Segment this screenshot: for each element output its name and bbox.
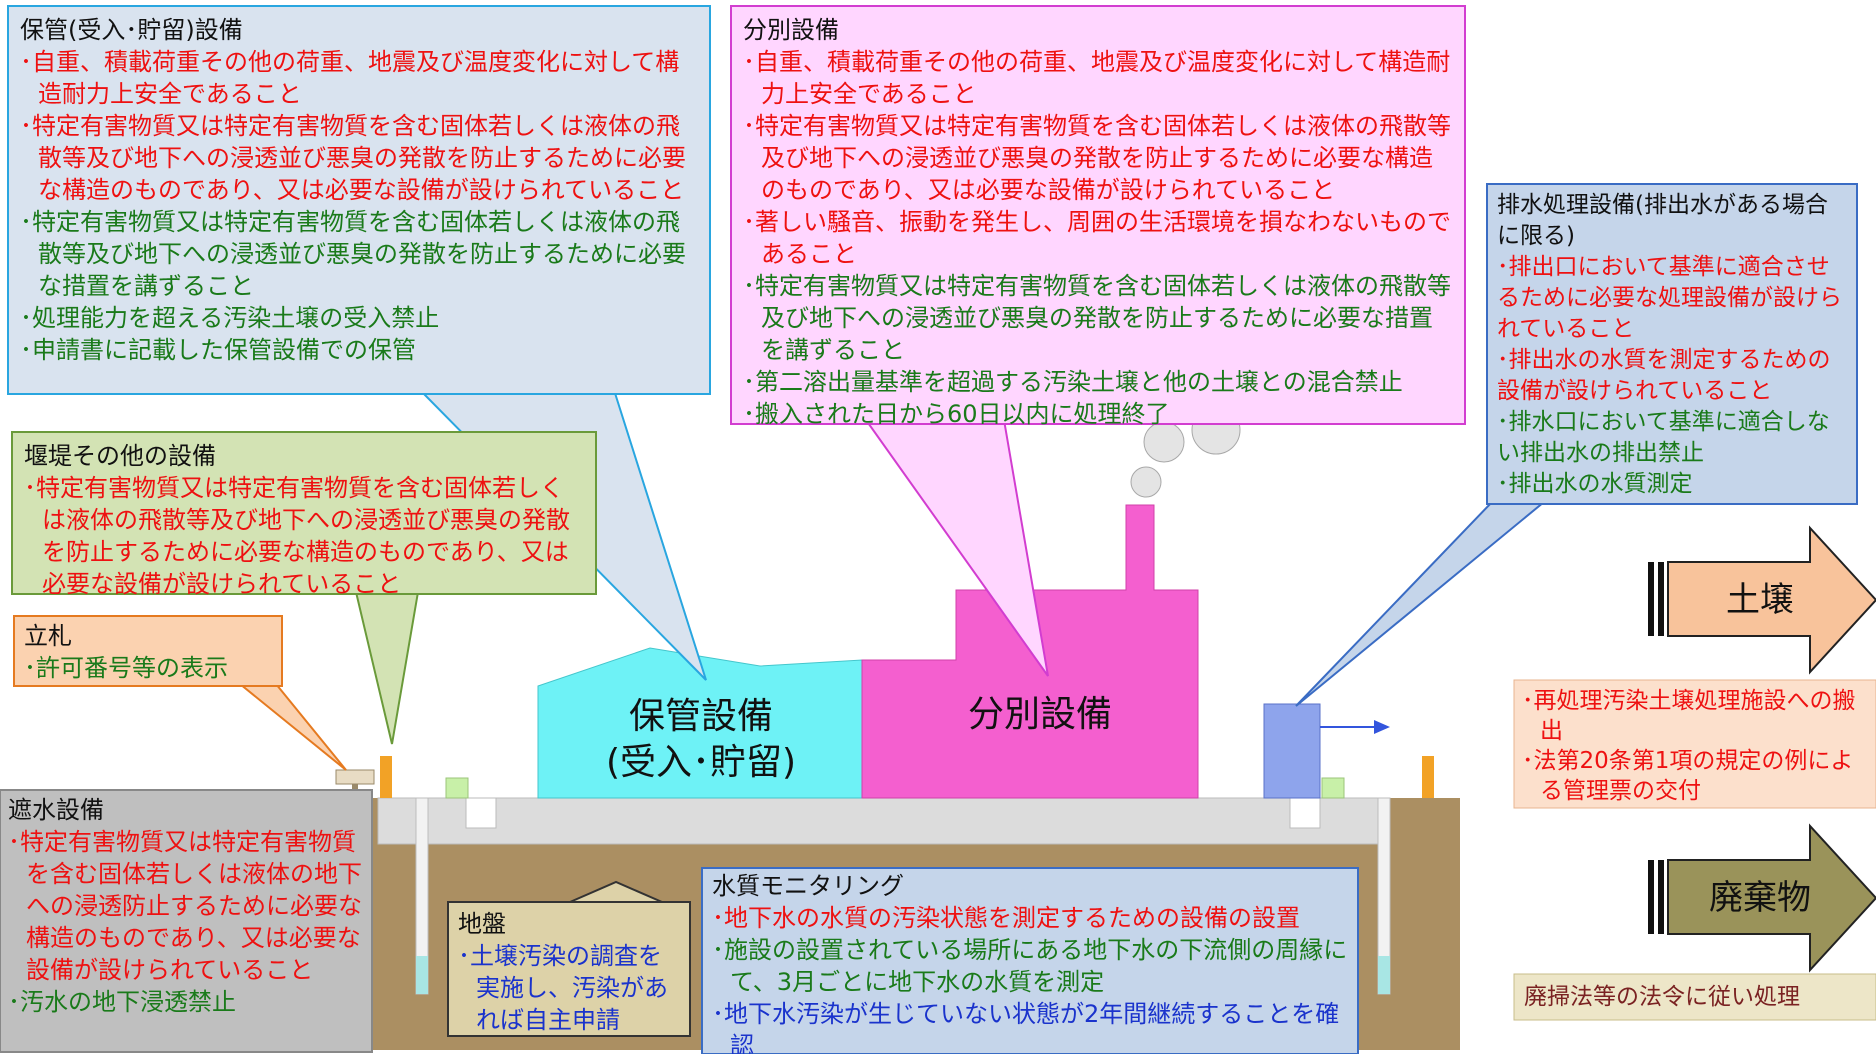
embankment-box-title: 堰堤その他の設備 — [24, 442, 216, 470]
soil-arrow-bar — [1648, 562, 1654, 636]
storage-requirements-box: 保管(受入･貯留)設備 ･自重、積載荷重その他の荷重、地震及び温度変化に対して構… — [10, 8, 710, 370]
waste-arrow-label: 廃棄物 — [1709, 878, 1811, 918]
soil-notes: ･再処理汚染土壌処理施設への搬出 ･法第20条第1項の規定の例による管理票の交付 — [1516, 682, 1876, 810]
soil-arrow-bar2 — [1658, 562, 1664, 636]
monitoring-box-title: 水質モニタリング — [712, 872, 904, 900]
drainage-requirements-box: 排水処理設備(排出水がある場合に限る) ･排出口において基準に適合させるために必… — [1489, 186, 1855, 504]
well-water-right — [1378, 956, 1390, 994]
storage-item-4: ･処理能力を超える汚染土壌の受入禁止 — [20, 304, 440, 332]
monitoring-item-1: ･地下水の水質の汚染状態を測定するための設備の設置 — [712, 904, 1300, 932]
storage-item-2: ･特定有害物質又は特定有害物質を含む固体若しくは液体の飛散等及び地下への浸透並び… — [20, 112, 686, 204]
drainage-box-title: 排水処理設備(排出水がある場合に限る) — [1497, 192, 1828, 249]
soil-notes-bg — [1513, 679, 1876, 809]
sign-board — [335, 769, 375, 785]
soil-arrow-label: 土壌 — [1726, 580, 1794, 620]
storage-building-label-line2: (受入･貯留) — [605, 742, 797, 783]
storage-building-label: 保管設備 (受入･貯留) — [566, 694, 836, 786]
waterproof-box-title: 遮水設備 — [8, 796, 104, 824]
soil-note-1: ･再処理汚染土壌処理施設への搬出 — [1522, 688, 1856, 744]
pit-left — [465, 797, 497, 829]
storage-item-1: ･自重、積載荷重その他の荷重、地震及び温度変化に対して構造耐力上安全であること — [20, 48, 680, 108]
sorting-item-4: ･特定有害物質又は特定有害物質を含む固体若しくは液体の飛散等及び地下への浸透並び… — [743, 272, 1451, 364]
drainage-item-4: ･排出水の水質測定 — [1497, 471, 1693, 497]
concrete-slab — [377, 797, 1379, 845]
sign-callout-tail — [237, 683, 347, 771]
green-block-left — [445, 777, 469, 799]
sorting-item-1: ･自重、積載荷重その他の荷重、地震及び温度変化に対して構造耐力上安全であること — [743, 48, 1451, 108]
sorting-item-5: ･第二溶出量基準を超過する汚染土壌と他の土壌との混合禁止 — [743, 368, 1403, 396]
sorting-item-6: ･搬入された日から60日以内に処理終了 — [743, 400, 1170, 428]
embankment-box-bg — [11, 431, 597, 595]
orange-post-left — [380, 756, 392, 798]
waterproof-item-2: ･汚水の地下浸透禁止 — [8, 988, 236, 1016]
ground-box-bg — [447, 901, 691, 1037]
well-water-left — [416, 956, 428, 994]
storage-item-3: ･特定有害物質又は特定有害物質を含む固体若しくは液体の飛散等及び地下への浸透並び… — [20, 208, 686, 300]
soil-arrow-shape — [1667, 525, 1876, 675]
embankment-item-1: ･特定有害物質又は特定有害物質を含む固体若しくは液体の飛散等及び地下への浸透並び… — [24, 474, 570, 598]
storage-building-label-line1: 保管設備 — [628, 696, 773, 737]
pit-right — [1289, 797, 1321, 829]
monitoring-item-3: ･地下水汚染が生じていない状態が2年間継続することを確認 — [712, 1000, 1340, 1054]
orange-post-right — [1422, 756, 1434, 798]
sign-requirements-box: 立札 ･許可番号等の表示 — [16, 618, 280, 686]
sorting-box-bg — [730, 5, 1466, 425]
storage-item-5: ･申請書に記載した保管設備での保管 — [20, 336, 416, 364]
sorting-box-title: 分別設備 — [743, 16, 839, 44]
waterproof-item-1: ･特定有害物質又は特定有害物質を含む固体若しくは液体の地下への浸透防止するために… — [8, 828, 362, 984]
drainage-item-3: ･排水口において基準に適合しない排出水の排出禁止 — [1497, 409, 1830, 466]
monitoring-requirements-box: 水質モニタリング ･地下水の水質の汚染状態を測定するための設備の設置 ･施設の設… — [704, 868, 1356, 1054]
embankment-requirements-box: 堰堤その他の設備 ･特定有害物質又は特定有害物質を含む固体若しくは液体の飛散等及… — [14, 434, 594, 604]
waste-notes-bg — [1513, 973, 1876, 1021]
monitoring-box-bg — [701, 867, 1359, 1054]
drainage-item-2: ･排出水の水質を測定するための設備が設けられていること — [1497, 347, 1831, 404]
waste-arrow-bar2 — [1658, 860, 1664, 934]
waste-arrow-shape — [1667, 823, 1876, 973]
drainage-box-bg — [1486, 183, 1858, 505]
ground-box-title: 地盤 — [458, 910, 506, 938]
embankment-callout-tail — [354, 591, 420, 745]
sorting-requirements-box: 分別設備 ･自重、積載荷重その他の荷重、地震及び温度変化に対して構造耐力上安全で… — [733, 8, 1463, 434]
waste-note: 廃掃法等の法令に従い処理 — [1516, 976, 1874, 1018]
drainage-item-1: ･排出口において基準に適合させるために必要な処理設備が設けられていること — [1497, 254, 1842, 342]
storage-box-title: 保管(受入･貯留)設備 — [20, 16, 243, 44]
smoke-puff-1 — [1130, 466, 1162, 498]
storage-box-bg — [7, 5, 711, 395]
sorting-item-3: ･著しい騒音、振動を発生し、周囲の生活環境を損なわないものであること — [743, 208, 1451, 268]
sign-item-1: ･許可番号等の表示 — [24, 654, 228, 682]
soil-note-2: ･法第20条第1項の規定の例による管理票の交付 — [1522, 748, 1854, 804]
drainage-callout-tail — [1295, 501, 1547, 707]
sign-box-title: 立札 — [24, 622, 72, 650]
discharge-arrowhead — [1374, 720, 1390, 734]
waste-note-text: 廃掃法等の法令に従い処理 — [1524, 984, 1800, 1010]
waterproof-requirements-box: 遮水設備 ･特定有害物質又は特定有害物質を含む固体若しくは液体の地下への浸透防止… — [2, 792, 370, 1020]
ground-requirements-box: 地盤 ･土壌汚染の調査を実施し、汚染があれば自主申請 — [450, 904, 688, 1040]
green-block-right — [1321, 777, 1345, 799]
waterproof-box-bg — [0, 789, 373, 1053]
waste-arrow-bar — [1648, 860, 1654, 934]
sign-box-bg — [13, 615, 283, 687]
drainage-unit-shape — [1263, 703, 1321, 799]
monitoring-item-2: ･施設の設置されている場所にある地下水の下流側の周縁にて、3月ごとに地下水の水質… — [712, 936, 1348, 996]
sorting-item-2: ･特定有害物質又は特定有害物質を含む固体若しくは液体の飛散等及び地下への浸透並び… — [743, 112, 1451, 204]
ground-item-1: ･土壌汚染の調査を実施し、汚染があれば自主申請 — [458, 942, 668, 1034]
sorting-building-label: 分別設備 — [967, 694, 1112, 735]
